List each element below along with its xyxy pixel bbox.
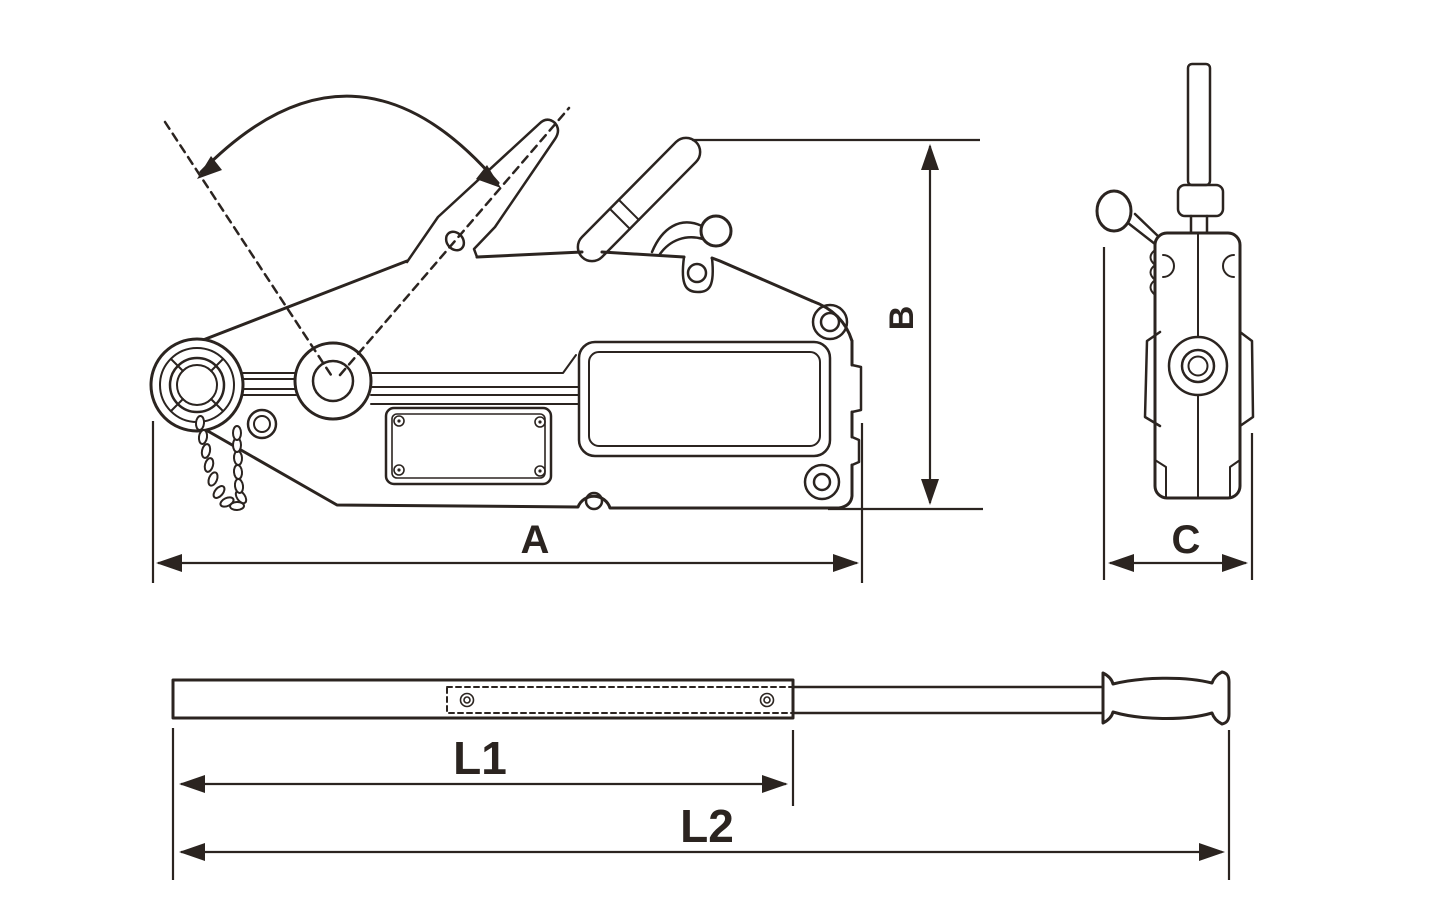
knob-arm [1126,212,1162,246]
dim-b-label: B [883,306,921,331]
swing-dashed-left [163,120,335,380]
body-bottom-edge [204,428,841,510]
swing-arc [199,94,500,185]
end-view [1095,62,1255,500]
lock-button-right [759,692,775,708]
outer-tube [171,678,795,720]
release-knob-ball [699,214,733,248]
right-ear-boss [811,303,849,341]
body-top-left-slope [201,259,409,342]
rope-channel [242,354,580,405]
dim-l1-label: L1 [453,732,507,784]
lever-swing-annotation [163,94,571,380]
dim-l2-arrow-right [1199,843,1225,861]
left-edge-scallops [1149,249,1156,296]
bottom-right-ear-boss [803,463,841,501]
handle-grip [1101,670,1231,726]
right-flange [1238,330,1255,428]
dimension-b: B [692,138,983,511]
lock-button-left [459,692,475,708]
body-right-edge [837,339,854,510]
anchor-pin-tab [850,363,863,467]
dimension-l2: L2 [179,730,1231,880]
dim-a-arrow-left [156,554,182,572]
chain [194,415,248,512]
top-notches [1162,254,1235,278]
top-ear-hole [686,262,708,284]
right-ear-hole [819,311,841,333]
dim-l2-arrow-left [179,843,205,861]
inner-tube [791,685,1105,715]
end-view-knob [1095,189,1162,246]
dimension-l1: L1 [171,728,795,880]
dim-b-arrow-bottom [921,479,939,505]
end-view-body [1143,231,1255,500]
dim-l1-extension-lines [171,728,795,880]
side-view [149,94,863,512]
center-hub [1167,335,1229,397]
dim-l2-label: L2 [680,800,734,852]
bottom-right-ear-hole [812,472,832,492]
main-lever [405,118,560,264]
wheel-spokes [170,358,224,412]
lever-boss [293,341,373,421]
dim-l1-arrow-right [762,775,788,793]
rod-neck [1189,214,1209,235]
nameplate-recess [577,340,832,458]
dim-a-extension-lines [151,421,864,583]
release-lever [576,136,702,263]
mounting-ears [584,255,849,511]
dim-c-label: C [1172,518,1201,562]
dim-a-label: A [521,518,550,562]
dim-c-arrow-left [1108,554,1134,572]
release-knob [650,214,733,256]
screw-plate [384,406,553,486]
swing-arc-arrow-left [197,156,222,179]
dim-c-arrow-right [1222,554,1248,572]
release-lever-clamp [609,199,640,230]
guide-roller [246,408,278,440]
body-top-edge [475,250,814,303]
bottom-feet [1154,459,1241,498]
inner-tube-hidden-outline [446,686,794,714]
dim-l1-arrow-left [179,775,205,793]
rope-anchor-wheel [149,337,245,433]
end-view-handle-rod [1176,62,1225,235]
rod-collar [1176,183,1225,218]
telescopic-lever-view [171,670,1231,726]
dimension-a: A [151,421,864,583]
left-flange [1143,330,1162,428]
dimension-c: C [1102,247,1254,580]
top-ear-outline [681,255,714,294]
dim-b-arrow-top [921,144,939,170]
machine-body [201,250,863,510]
dim-c-extension-lines [1102,247,1254,580]
bottom-ear-hole [584,491,604,511]
dim-a-arrow-right [833,554,859,572]
swing-arc-arrow-right [476,165,501,188]
swing-dashed-right [338,106,571,377]
knob-ball [1095,189,1133,233]
